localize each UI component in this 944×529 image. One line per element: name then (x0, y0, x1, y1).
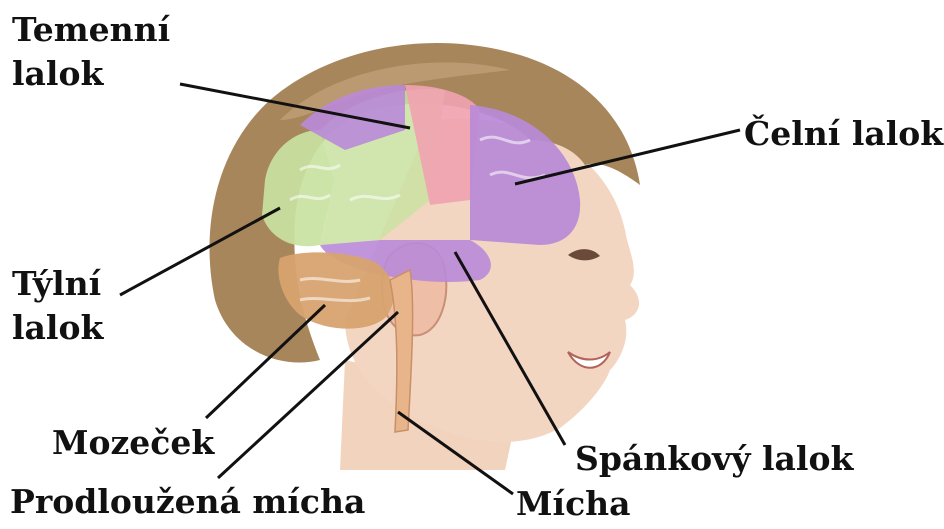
label-medulla-oblongata: Prodloužená mícha (10, 480, 365, 524)
label-parietal-line1: Temenní (12, 8, 170, 52)
label-frontal-lobe: Čelní lalok (744, 112, 943, 156)
label-temporal-lobe: Spánkový lalok (575, 437, 853, 481)
label-parietal-line2: lalok (12, 52, 170, 96)
label-spinal-cord: Mícha (516, 482, 631, 526)
label-occipital-line1: Týlní (12, 262, 103, 306)
label-parietal-lobe: Temenní lalok (12, 8, 170, 96)
label-cerebellum: Mozeček (52, 421, 214, 465)
label-occipital-lobe: Týlní lalok (12, 262, 103, 350)
label-occipital-line2: lalok (12, 306, 103, 350)
